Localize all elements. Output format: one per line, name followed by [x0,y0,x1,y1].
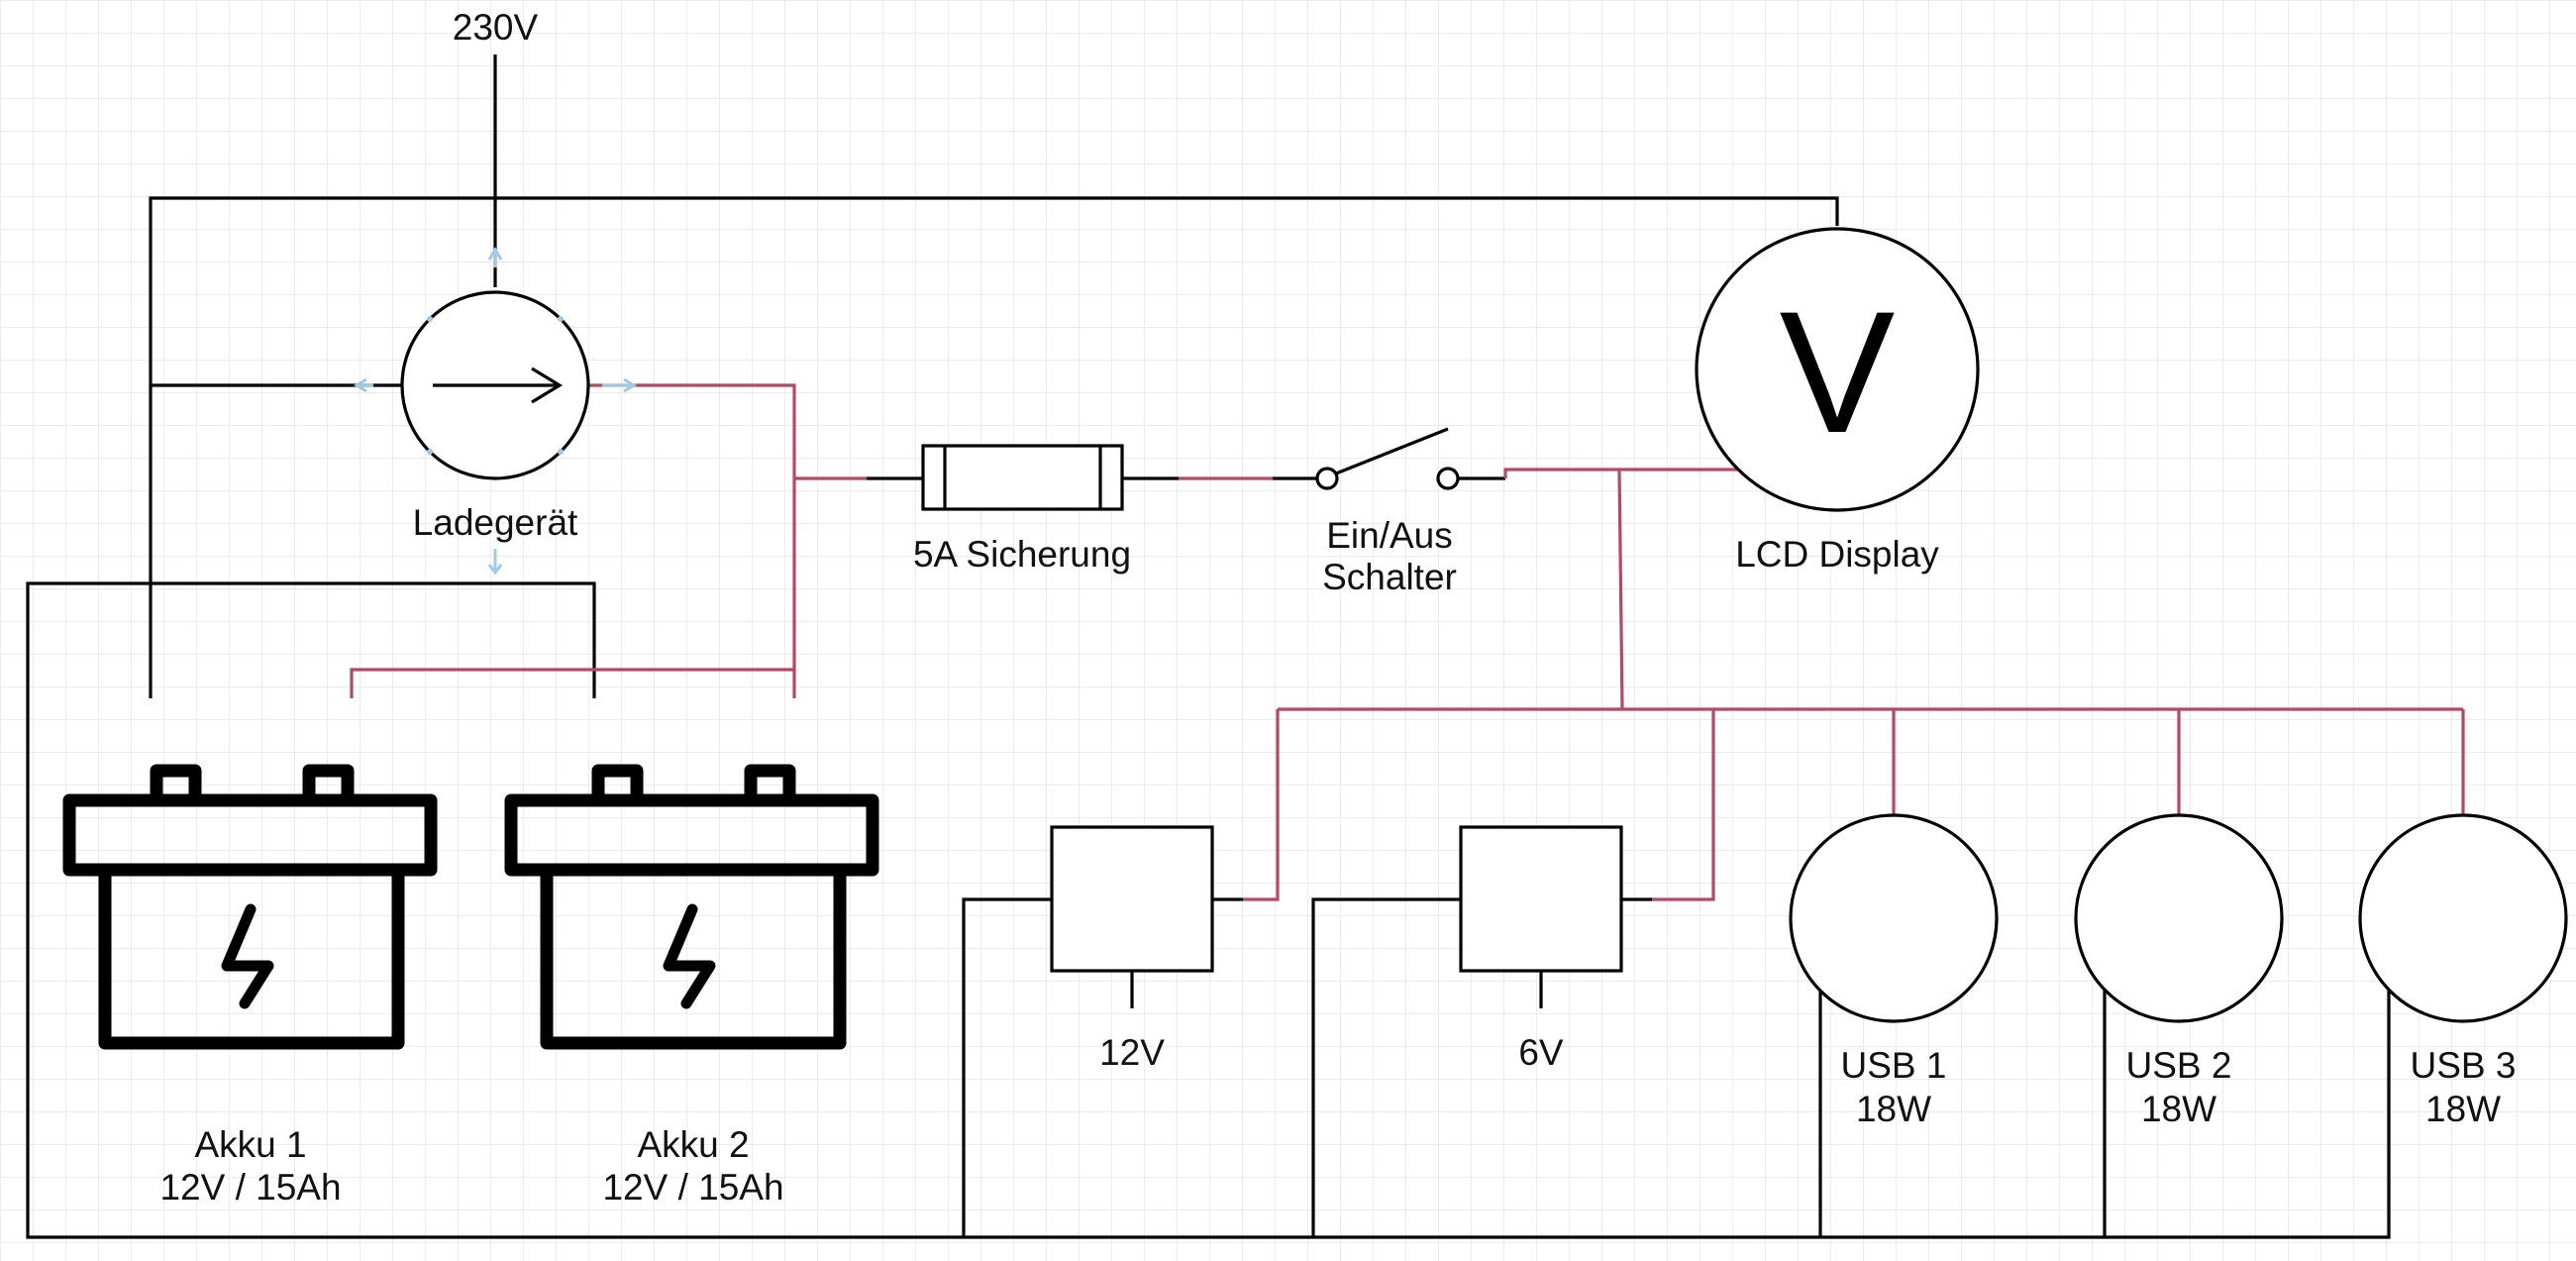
ground-bus [26,581,2391,1239]
display-circle [1695,227,1980,512]
usb1-label-line2: 18W [1856,1089,1931,1129]
on-off-switch[interactable] [1315,427,1460,490]
positive-wires [350,383,2465,901]
switch-contact-right [1436,467,1460,490]
usb3-label-line1: USB 3 [2411,1045,2517,1086]
converter-12v-ground [962,897,1052,1237]
converter-6v-supply [1652,709,1715,901]
distribution-riser [1617,469,1624,710]
charger-arrow-icon [433,367,564,404]
usb-port-2[interactable] [2074,813,2284,1023]
switch-label-line1: Ein/Aus [1326,515,1453,556]
switch-to-display-wire [1503,468,1741,478]
mains-label: 230V [453,7,539,48]
converter-6v-ground [1311,897,1461,1237]
usb2-label-line1: USB 2 [2126,1045,2232,1086]
converter-12v[interactable] [1050,825,1214,973]
usb-port-1[interactable] [1789,813,1999,1023]
charger-selection-handles [354,247,637,576]
display-symbol: V [1780,276,1896,470]
charger-label: Ladegerät [413,502,578,543]
battery-2-label-line1: Akku 2 [637,1124,749,1165]
charger[interactable] [354,247,637,576]
display-return-wire [149,196,1839,698]
fuse-label: 5A Sicherung [913,534,1131,575]
fuse-end-caps [943,446,1102,509]
labels: 230V Ladegerät 5A Sicherung Ein/Aus Scha… [159,7,2516,1208]
display-label: LCD Display [1735,534,1939,575]
battery-1-icon [62,764,438,1050]
battery-1-label-line2: 12V / 15Ah [159,1167,341,1208]
usb1-label-line1: USB 1 [1841,1045,1947,1086]
fuse-body [921,444,1124,511]
switch-lever [1335,427,1449,475]
battery-2[interactable] [504,764,879,1050]
fuse[interactable] [921,444,1124,511]
converter-6v-label: 6V [1518,1032,1564,1073]
converter-6v[interactable] [1459,825,1623,973]
negative-wires [26,54,2391,1239]
battery-parallel-wire [350,668,794,698]
switch-label-line2: Schalter [1322,557,1457,597]
switch-contact-left [1315,467,1339,490]
charger-positive-wire [588,383,796,698]
battery-1-label-line1: Akku 1 [194,1124,306,1165]
usb2-label-line2: 18W [2141,1089,2216,1129]
battery-2-icon [504,764,879,1050]
converter-12v-label: 12V [1099,1032,1165,1073]
converter-12v-supply [1243,709,1280,901]
battery-1[interactable] [62,764,438,1050]
usb3-label-line2: 18W [2425,1089,2501,1129]
lcd-display[interactable]: V [1695,227,1980,512]
usb-port-3[interactable] [2358,813,2568,1023]
battery-2-label-line2: 12V / 15Ah [602,1167,783,1208]
